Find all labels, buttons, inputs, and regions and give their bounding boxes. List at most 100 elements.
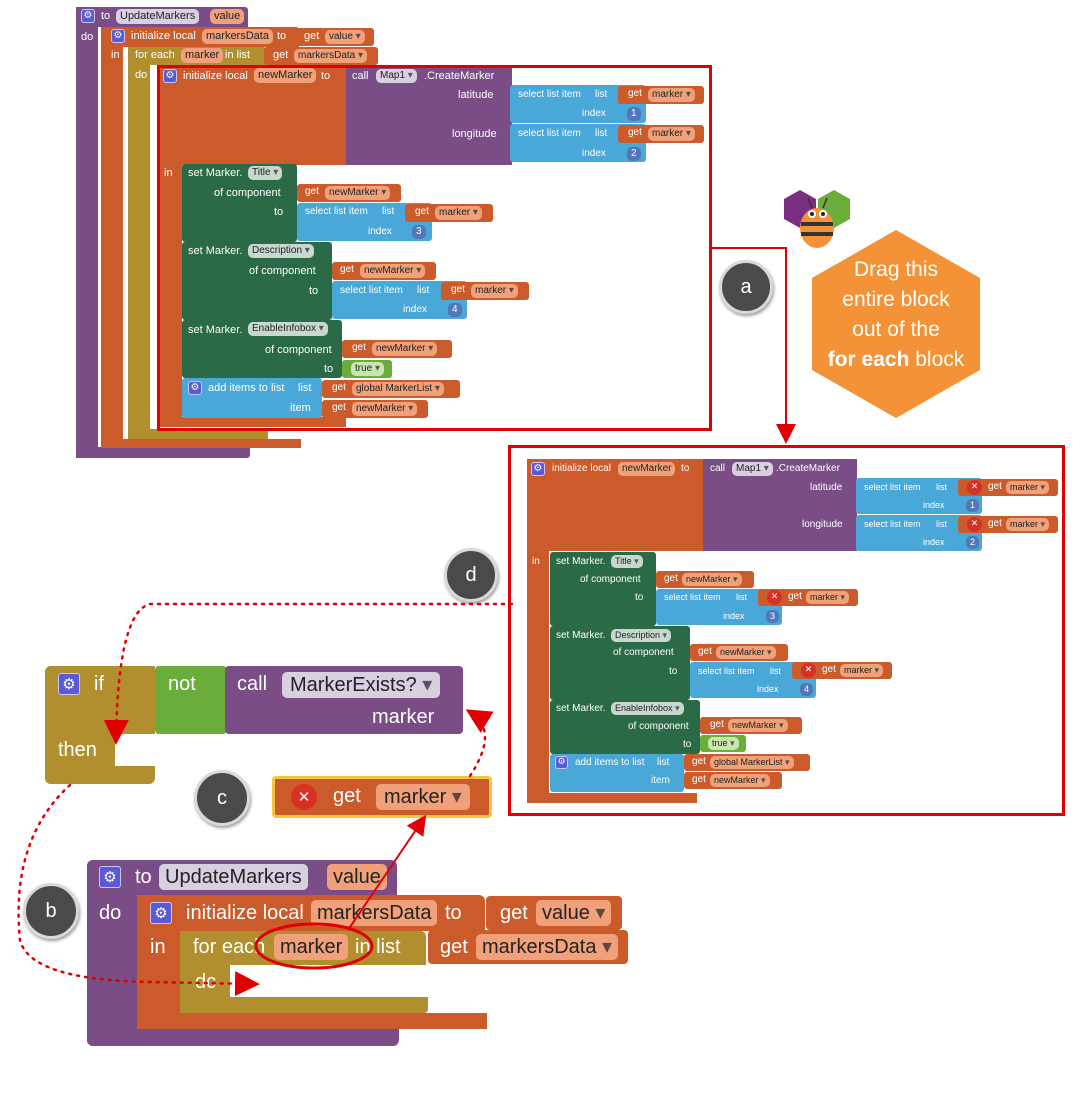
chevron-down-icon: ▾ (315, 323, 324, 334)
list-label: list (417, 285, 430, 296)
true-dropdown[interactable]: true ▾ (708, 737, 739, 750)
number-3[interactable]: 3 (766, 610, 780, 623)
get-label: get (305, 186, 319, 197)
not-block[interactable] (155, 666, 227, 734)
gear-icon: ⚙ (188, 381, 202, 395)
callout-c: c (194, 770, 250, 826)
get-label: get (332, 382, 346, 393)
param-value[interactable]: value (327, 864, 387, 890)
marker-dropdown[interactable]: marker ▾ (376, 784, 470, 810)
title-dropdown[interactable]: Title ▾ (611, 555, 643, 568)
gear-icon: ⚙ (58, 673, 80, 695)
select-label: select list item (864, 519, 921, 529)
get-label: get (692, 756, 706, 767)
add-items-to-list-right[interactable] (550, 754, 684, 792)
for-each-label: for each (193, 936, 266, 958)
var-newmarker[interactable]: newMarker (618, 462, 676, 476)
description-dropdown[interactable]: Description ▾ (248, 244, 314, 258)
description-dropdown[interactable]: Description ▾ (611, 629, 672, 642)
get-label: get (628, 127, 642, 138)
marker-dropdown[interactable]: marker ▾ (471, 284, 518, 298)
to-label: to (635, 592, 644, 603)
of-component-label: of component (265, 344, 332, 356)
value-dropdown[interactable]: value ▾ (325, 30, 365, 44)
newmarker-dropdown[interactable]: newMarker ▾ (372, 342, 438, 356)
of-component-label: of component (214, 187, 281, 199)
global-markerlist-dropdown[interactable]: global MarkerList ▾ (352, 382, 444, 396)
newmarker-dropdown[interactable]: newMarker ▾ (325, 186, 391, 200)
number-1[interactable]: 1 (966, 499, 980, 512)
number-3[interactable]: 3 (412, 225, 426, 239)
proc-name[interactable]: UpdateMarkers (159, 864, 308, 890)
chevron-down-icon: ▾ (1038, 482, 1046, 492)
number-1[interactable]: 1 (627, 107, 641, 121)
chevron-down-icon: ▾ (425, 343, 434, 354)
get-label: get (332, 402, 346, 413)
item-label: item (651, 775, 670, 786)
enableinfobox-dropdown[interactable]: EnableInfobox ▾ (248, 322, 328, 336)
in-label: in (111, 49, 120, 61)
marker-dropdown[interactable]: marker ▾ (435, 206, 482, 220)
marker-dropdown[interactable]: marker ▾ (648, 88, 695, 102)
true-dropdown[interactable]: true ▾ (351, 362, 385, 376)
chevron-down-icon: ▾ (683, 89, 691, 100)
in-list-label: in list (225, 49, 251, 61)
number-2[interactable]: 2 (627, 147, 641, 161)
proc-name[interactable]: UpdateMarkers (116, 9, 200, 24)
var-marker[interactable]: marker (181, 48, 224, 63)
value-dropdown[interactable]: value ▾ (536, 900, 612, 926)
gear-icon: ⚙ (111, 29, 125, 43)
title-dropdown[interactable]: Title ▾ (248, 166, 283, 180)
markerexists-dropdown[interactable]: MarkerExists? ▾ (282, 672, 441, 698)
var-markersdata[interactable]: markersData (202, 29, 273, 44)
set-marker-label: set Marker. (556, 556, 606, 567)
newmarker-dropdown[interactable]: newMarker ▾ (716, 646, 776, 659)
global-markerlist-dropdown[interactable]: global MarkerList ▾ (710, 756, 794, 769)
var-newmarker[interactable]: newMarker (254, 68, 317, 83)
markersdata-dropdown[interactable]: markersData ▾ (476, 934, 619, 960)
chevron-down-icon: ▾ (782, 757, 790, 767)
index-label: index (403, 304, 427, 315)
of-component-label: of component (580, 574, 641, 585)
number-4[interactable]: 4 (800, 683, 814, 696)
init-local-newmarker-top[interactable] (160, 67, 706, 427)
to-label: to (681, 463, 690, 474)
newmarker-dropdown[interactable]: newMarker ▾ (360, 264, 426, 278)
map1-dropdown[interactable]: Map1 ▾ (732, 462, 773, 476)
newmarker-dropdown[interactable]: newMarker ▾ (728, 719, 788, 732)
enableinfobox-dropdown[interactable]: EnableInfobox ▾ (611, 702, 684, 715)
marker-dropdown[interactable]: marker ▾ (1006, 518, 1050, 531)
get-label: get (500, 902, 528, 924)
to-label: to (683, 739, 692, 750)
chevron-down-icon: ▾ (872, 665, 880, 675)
hint-line3: out of the (852, 318, 940, 341)
number-4[interactable]: 4 (448, 303, 462, 317)
newmarker-dropdown[interactable]: newMarker ▾ (682, 573, 742, 586)
to-label: to (445, 902, 462, 924)
markersdata-dropdown[interactable]: markersData ▾ (294, 49, 368, 63)
newmarker-dropdown[interactable]: newMarker ▾ (710, 774, 770, 787)
chevron-down-icon: ▾ (596, 936, 613, 958)
to-label: to (324, 363, 334, 375)
add-items-label: add items to list (208, 382, 285, 394)
var-marker[interactable]: marker (274, 934, 349, 960)
if-block[interactable] (45, 666, 155, 784)
marker-dropdown[interactable]: marker ▾ (648, 127, 695, 141)
var-markersdata[interactable]: markersData (311, 900, 438, 926)
get-label: get (352, 342, 366, 353)
map1-dropdown[interactable]: Map1 ▾ (376, 69, 417, 83)
call-label: call (352, 70, 369, 82)
to-label: to (101, 10, 111, 22)
chevron-down-icon: ▾ (416, 674, 433, 696)
newmarker-dropdown[interactable]: newMarker ▾ (352, 402, 418, 416)
number-2[interactable]: 2 (966, 536, 980, 549)
to-label: to (274, 206, 284, 218)
add-items-to-list-top[interactable] (182, 378, 322, 418)
param-value[interactable]: value (210, 9, 245, 24)
marker-dropdown[interactable]: marker ▾ (806, 591, 850, 604)
marker-dropdown[interactable]: marker ▾ (1006, 481, 1050, 494)
for-each-top[interactable] (128, 47, 268, 439)
create-marker-label: .CreateMarker (776, 463, 840, 474)
marker-dropdown[interactable]: marker ▾ (840, 664, 884, 677)
longitude-label: longitude (802, 519, 843, 530)
